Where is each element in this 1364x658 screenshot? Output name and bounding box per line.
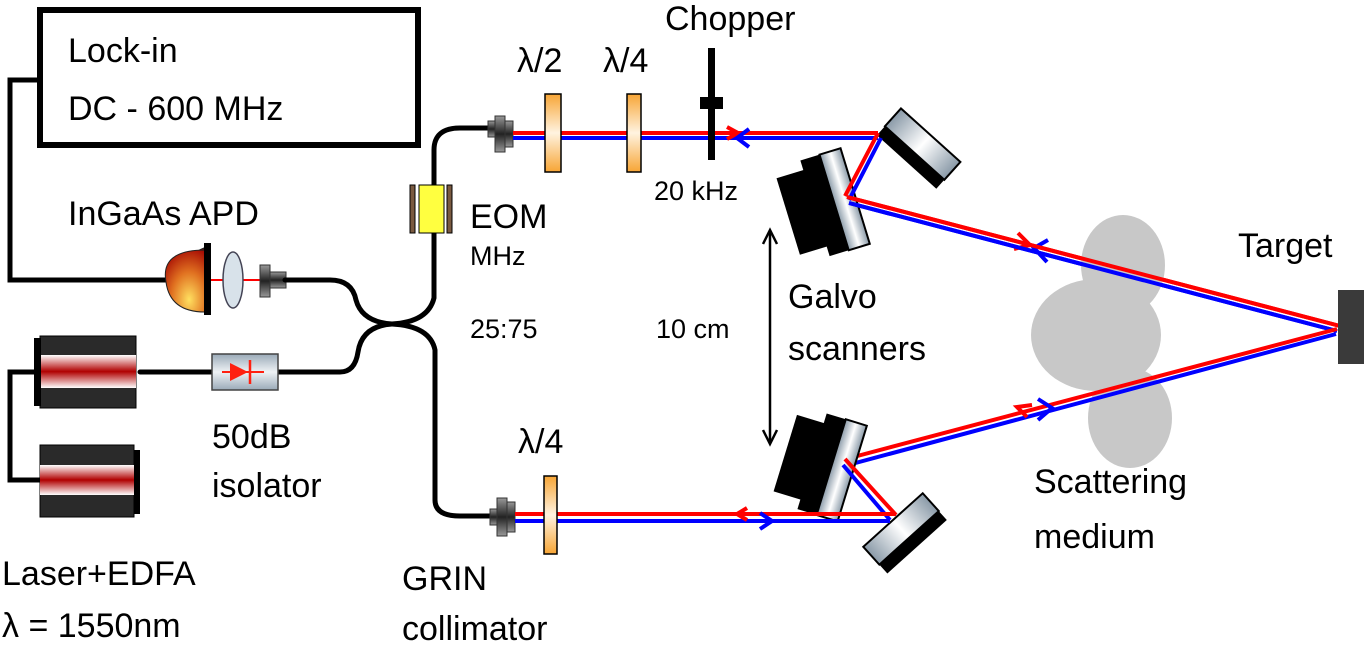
mirror-top [876,107,962,189]
edfa-amplifier [39,444,140,518]
top-collimator [487,115,514,153]
isolator-spec-label: 50dB [212,418,291,456]
fiber-eom-arm [389,125,491,327]
laser-label: Laser+EDFA [2,555,196,593]
beam-top-mirror-galvo-blue [847,137,883,201]
quarter-waveplate-bottom-label: λ/4 [518,423,563,461]
forward-arrow [726,125,743,141]
optical-isolator [211,353,279,391]
beam-galvo-mirror-blue [841,463,892,522]
half-waveplate [544,93,562,173]
distance-arrow [761,227,779,447]
galvo-scanner-top [776,146,872,257]
beam-galvo-target-blue-over [848,201,1338,333]
apd-detector [164,243,287,315]
chopper-label: Chopper [665,0,795,38]
quarter-waveplate-top [626,93,642,173]
quarter-waveplate-top-label: λ/4 [603,42,648,80]
eom-frequency-label: MHz [470,241,526,271]
galvo-scanner-bottom [773,413,869,523]
distance-label: 10 cm [656,314,730,344]
forward-arrow-lower [1012,403,1033,419]
laser-link [7,369,40,483]
quarter-waveplate-bottom [543,475,558,555]
return-arrow-upper [1030,238,1049,264]
lens-icon [222,251,244,309]
beam-target-galvo-blue [847,332,1337,467]
mirror-bottom [861,491,947,574]
beam-galvo-target-red-over [846,195,1341,328]
return-arrow-lower [1036,397,1056,422]
galvo-label: Galvo [788,278,877,316]
target-label: Target [1238,227,1333,265]
fiber-apd [282,277,395,327]
lockin-amplifier: Lock-in DC - 600 MHz [37,7,421,148]
eom-modulator [409,184,453,234]
wavelength-label: λ = 1550nm [2,607,181,645]
signal-cable [7,77,168,283]
coupler-ratio-label: 25:75 [470,314,538,344]
collimator-label: GRIN [402,560,487,598]
medium-sublabel: medium [1034,518,1155,556]
chopper-frequency-label: 20 kHz [654,176,738,206]
isolator-label: isolator [212,467,322,505]
scattering-medium [1031,215,1172,468]
beam-top-mirror-galvo-red [843,132,880,197]
target [1338,290,1364,364]
apd-label: InGaAs APD [68,195,259,233]
lockin-label: Lock-in [68,32,178,70]
beam-target-galvo-red [845,327,1338,461]
lockin-bandwidth-label: DC - 600 MHz [68,90,283,128]
chopper-wheel [700,48,723,160]
collimator-sublabel: collimator [402,610,547,648]
laser-source [34,335,137,409]
galvo-sublabel: scanners [788,330,926,368]
fiber-isolator [137,321,395,375]
fiber-collimator-arm [389,321,493,519]
beam-galvo-mirror-red [843,457,898,517]
forward-arrow-bottom [733,506,749,522]
half-waveplate-label: λ/2 [517,42,562,80]
eom-label: EOM [470,198,547,236]
medium-label: Scattering [1034,463,1187,501]
return-arrow-bottom [758,511,776,531]
return-arrow [733,127,751,149]
grin-collimator [489,497,516,537]
